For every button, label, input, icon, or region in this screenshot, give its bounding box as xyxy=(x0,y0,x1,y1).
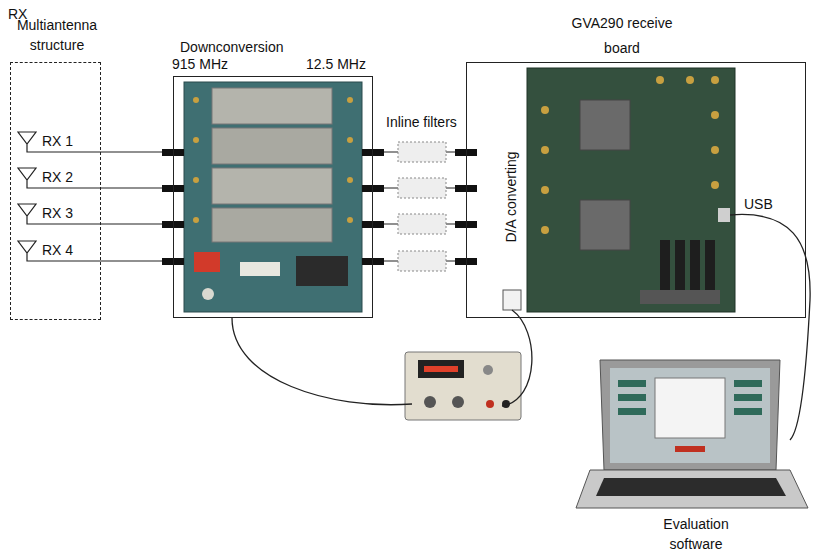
inline-filters xyxy=(398,142,446,271)
section-label: RX xyxy=(8,4,27,24)
antenna-label: RX 3 xyxy=(42,203,73,223)
power-header xyxy=(503,290,521,310)
antenna-symbols xyxy=(18,132,101,261)
hardware-box: GVA290 receive boardD/A converting xyxy=(466,62,806,318)
cables xyxy=(232,214,810,440)
antenna-group: Multiantenna structure xyxy=(10,62,101,320)
antenna-label: RX 2 xyxy=(42,167,73,187)
box-heading: Downconversion xyxy=(180,37,284,57)
antenna-label: RX 4 xyxy=(42,240,73,260)
hardware-box: Downconversion xyxy=(173,76,373,318)
box-heading: GVA290 receive board xyxy=(567,11,677,60)
downconversion-board xyxy=(184,82,362,312)
software-label: Evaluation software xyxy=(636,514,756,555)
box-note: D/A converting xyxy=(501,151,521,242)
laptop xyxy=(576,360,808,508)
receive-board-photo xyxy=(527,68,735,312)
port-connectors xyxy=(162,149,477,265)
antenna-label: RX 1 xyxy=(42,131,73,151)
frequency-label: 12.5 MHz xyxy=(306,54,366,74)
frequency-label: 915 MHz xyxy=(172,54,228,74)
power-supply xyxy=(405,352,521,420)
filter-label: Inline filters xyxy=(386,112,457,132)
interface-label: USB xyxy=(744,194,773,214)
